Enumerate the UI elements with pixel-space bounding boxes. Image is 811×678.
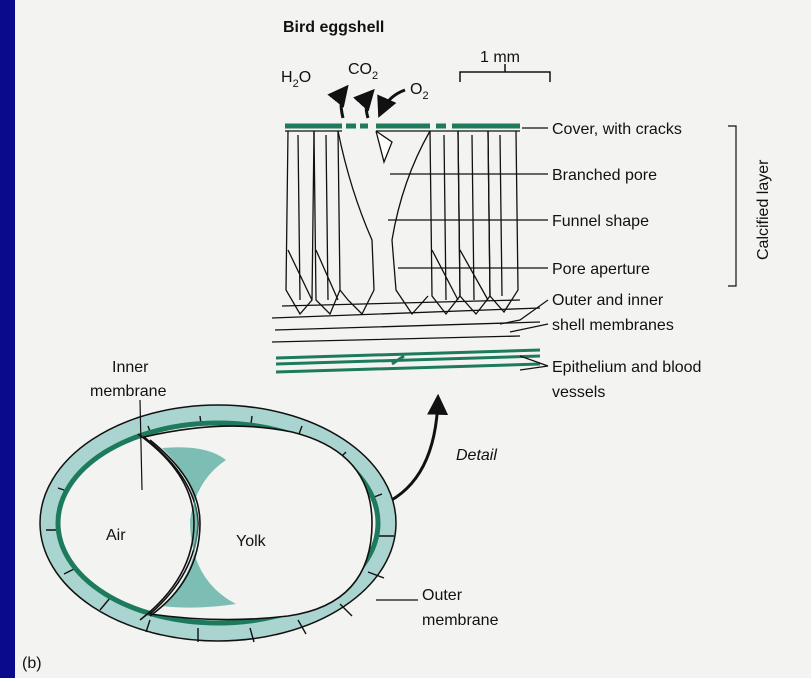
panel-label: (b) <box>22 655 42 672</box>
gas-co2: CO2 <box>348 61 378 82</box>
label-pore-aperture: Pore aperture <box>552 261 650 278</box>
label-yolk: Yolk <box>236 533 267 550</box>
label-branched-pore: Branched pore <box>552 167 657 184</box>
gas-labels: H2O CO2 O2 <box>281 61 429 102</box>
h2o-arrow <box>341 88 346 118</box>
o2-arrow <box>380 90 405 114</box>
label-inner-membrane-line1: Inner <box>112 359 149 376</box>
scale-bar-label: 1 mm <box>480 49 520 66</box>
label-calcified-layer: Calcified layer <box>755 159 772 260</box>
label-detail: Detail <box>456 447 497 464</box>
label-membranes-line1: Outer and inner <box>552 292 664 309</box>
label-inner-membrane-line2: membrane <box>90 383 167 400</box>
label-cover: Cover, with cracks <box>552 121 682 138</box>
shell-cross-section <box>272 126 540 372</box>
detail-arrow <box>384 398 438 504</box>
label-outer-membrane-line2: membrane <box>422 612 499 629</box>
label-epithelium-line2: vessels <box>552 384 605 401</box>
egg-cross-section <box>40 405 396 642</box>
co2-arrow <box>366 92 372 118</box>
gas-o2: O2 <box>410 81 429 102</box>
label-epithelium-line1: Epithelium and blood <box>552 359 701 376</box>
label-outer-membrane-line1: Outer <box>422 587 463 604</box>
diagram-title: Bird eggshell <box>283 19 384 36</box>
label-membranes-line2: shell membranes <box>552 317 674 334</box>
scale-bar <box>460 64 550 82</box>
gas-h2o: H2O <box>281 69 311 90</box>
label-air: Air <box>106 527 126 544</box>
label-funnel-shape: Funnel shape <box>552 213 649 230</box>
